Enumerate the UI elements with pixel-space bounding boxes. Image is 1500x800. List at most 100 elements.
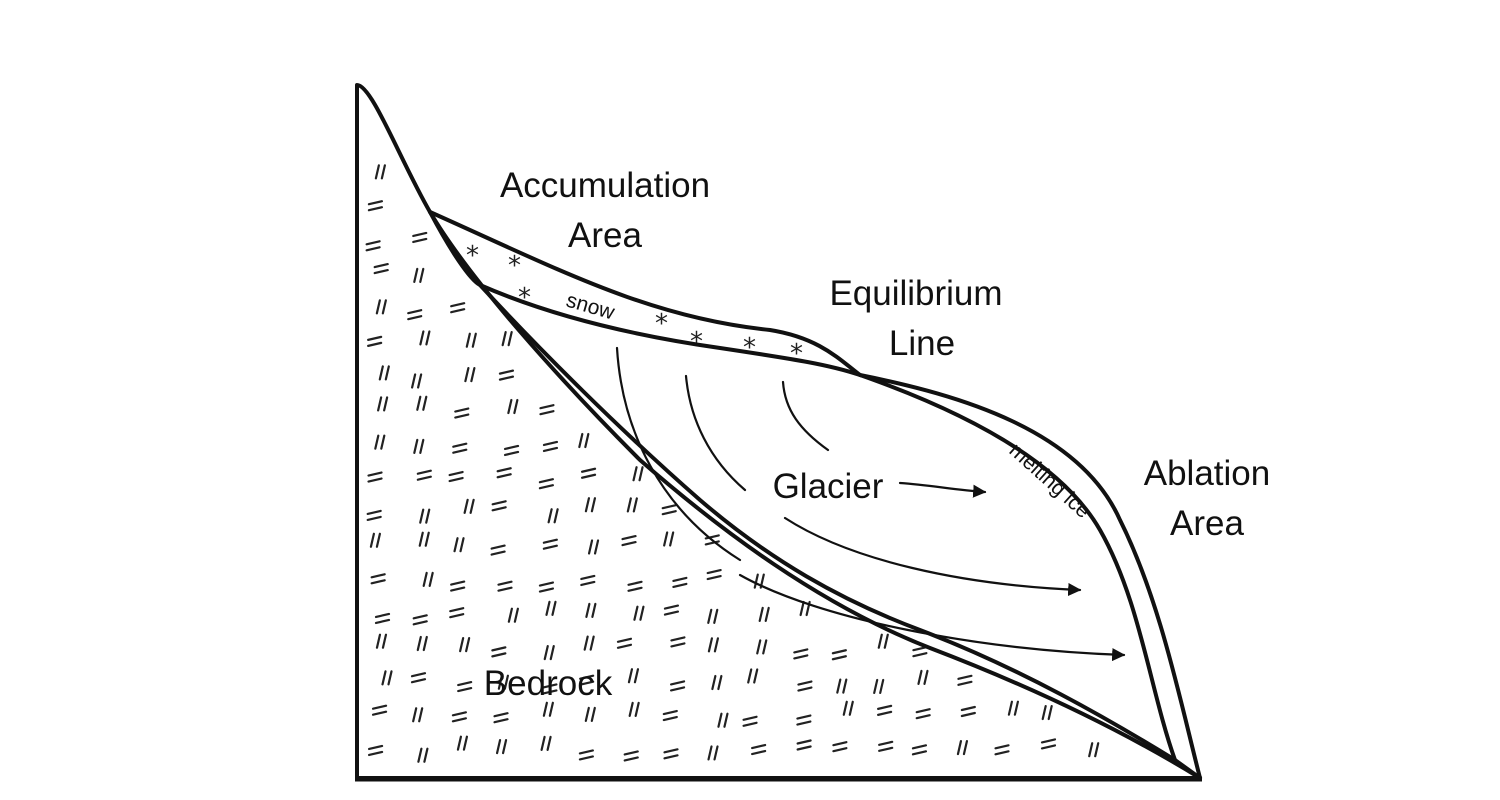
hatch-mark bbox=[877, 710, 893, 716]
hatch-mark bbox=[764, 606, 770, 622]
flow-line bbox=[615, 346, 742, 562]
hatch-mark bbox=[590, 497, 597, 513]
bedrock-label: Bedrock bbox=[484, 664, 613, 703]
hatch-mark bbox=[542, 701, 548, 717]
hatch-mark bbox=[553, 508, 559, 524]
hatch-mark bbox=[549, 645, 555, 661]
hatch-mark bbox=[375, 299, 381, 315]
hatch-mark bbox=[707, 745, 713, 761]
hatch-mark bbox=[917, 669, 923, 686]
hatch-mark bbox=[960, 705, 976, 712]
hatch-mark bbox=[413, 267, 419, 284]
hatch-mark bbox=[365, 246, 381, 252]
hatch-mark bbox=[547, 508, 553, 524]
hatch-mark bbox=[419, 330, 425, 346]
hatch-mark bbox=[593, 539, 600, 555]
hatch-mark bbox=[497, 580, 513, 586]
snowflake-icon: * bbox=[743, 333, 756, 363]
hatch-mark bbox=[374, 612, 391, 619]
hatch-mark bbox=[469, 498, 475, 514]
hatch-mark bbox=[412, 231, 428, 238]
hatch-mark bbox=[538, 581, 555, 587]
hatch-mark bbox=[452, 448, 468, 454]
equilibrium-line-label: Equilibrium bbox=[829, 274, 1002, 313]
hatch-mark bbox=[367, 335, 383, 341]
hatch-mark bbox=[627, 586, 643, 592]
hatch-mark bbox=[580, 467, 597, 473]
hatch-mark bbox=[799, 600, 805, 617]
hatch-mark bbox=[591, 602, 597, 619]
hatch-mark bbox=[707, 637, 714, 653]
hatch-mark bbox=[962, 739, 969, 756]
hatch-mark bbox=[380, 434, 386, 450]
glacier-label-arrow bbox=[898, 481, 987, 498]
hatch-mark bbox=[493, 718, 509, 724]
hatch-mark bbox=[381, 299, 387, 315]
hatch-mark bbox=[751, 743, 767, 750]
snowflake-icon: * bbox=[690, 327, 703, 357]
hatch-mark bbox=[459, 537, 465, 553]
hatch-mark bbox=[490, 550, 506, 556]
hatch-mark bbox=[627, 580, 643, 586]
hatch-mark bbox=[366, 515, 382, 521]
hatch-mark bbox=[542, 440, 559, 447]
hatch-mark bbox=[449, 607, 465, 613]
hatch-mark bbox=[742, 721, 758, 727]
hatch-mark bbox=[497, 674, 503, 690]
hatch-mark bbox=[370, 579, 386, 585]
hatch-mark bbox=[375, 532, 382, 548]
hatch-mark bbox=[542, 446, 559, 453]
hatch-mark bbox=[412, 614, 428, 620]
hatch-mark bbox=[578, 755, 594, 761]
hatch-mark bbox=[513, 607, 519, 623]
hatch-mark bbox=[464, 366, 470, 383]
snowflake-icon: * bbox=[518, 283, 531, 313]
hatch-mark bbox=[457, 680, 473, 687]
hatch-mark bbox=[661, 504, 677, 510]
hatch-mark bbox=[663, 748, 679, 754]
ablation-area-label: Ablation bbox=[1144, 454, 1270, 493]
hatch-mark bbox=[842, 678, 848, 694]
hatch-mark bbox=[457, 686, 473, 693]
hatch-mark bbox=[412, 707, 418, 723]
hatch-mark bbox=[713, 608, 719, 624]
hatch-mark bbox=[451, 717, 467, 723]
hatch-mark bbox=[419, 508, 425, 524]
hatch-mark bbox=[507, 331, 513, 347]
hatch-mark bbox=[832, 747, 848, 753]
hatch-mark bbox=[753, 668, 759, 684]
hatch-mark bbox=[374, 164, 380, 180]
hatch-mark bbox=[623, 756, 639, 762]
hatch-mark bbox=[498, 375, 515, 381]
hatch-mark bbox=[994, 744, 1010, 750]
hatch-mark bbox=[831, 655, 847, 661]
hatch-mark bbox=[548, 701, 554, 717]
hatch-mark bbox=[375, 633, 382, 649]
hatch-mark bbox=[539, 404, 555, 410]
hatch-mark bbox=[616, 637, 633, 643]
hatch-mark bbox=[842, 700, 848, 716]
accumulation-area-label: Area bbox=[568, 216, 642, 255]
hatch-mark bbox=[751, 749, 767, 756]
hatch-mark bbox=[848, 700, 854, 716]
hatch-mark bbox=[452, 442, 468, 448]
hatch-mark bbox=[663, 604, 680, 610]
hatch-mark bbox=[384, 365, 390, 381]
hatch-mark bbox=[416, 395, 422, 411]
hatch-mark bbox=[491, 500, 507, 506]
hatch-mark bbox=[498, 369, 515, 375]
hatch-mark bbox=[367, 206, 384, 212]
hatch-mark bbox=[879, 678, 885, 695]
hatch-mark bbox=[501, 331, 507, 347]
hatch-mark bbox=[367, 200, 384, 206]
hatch-mark bbox=[670, 642, 686, 648]
hatch-mark bbox=[412, 237, 428, 244]
hatch-mark bbox=[796, 739, 812, 745]
hatch-mark bbox=[669, 686, 686, 692]
hatch-mark bbox=[580, 574, 596, 581]
snow-layer-base bbox=[428, 210, 862, 377]
hatch-mark bbox=[912, 652, 928, 658]
hatch-mark bbox=[713, 637, 720, 653]
hatch-mark bbox=[465, 637, 471, 653]
